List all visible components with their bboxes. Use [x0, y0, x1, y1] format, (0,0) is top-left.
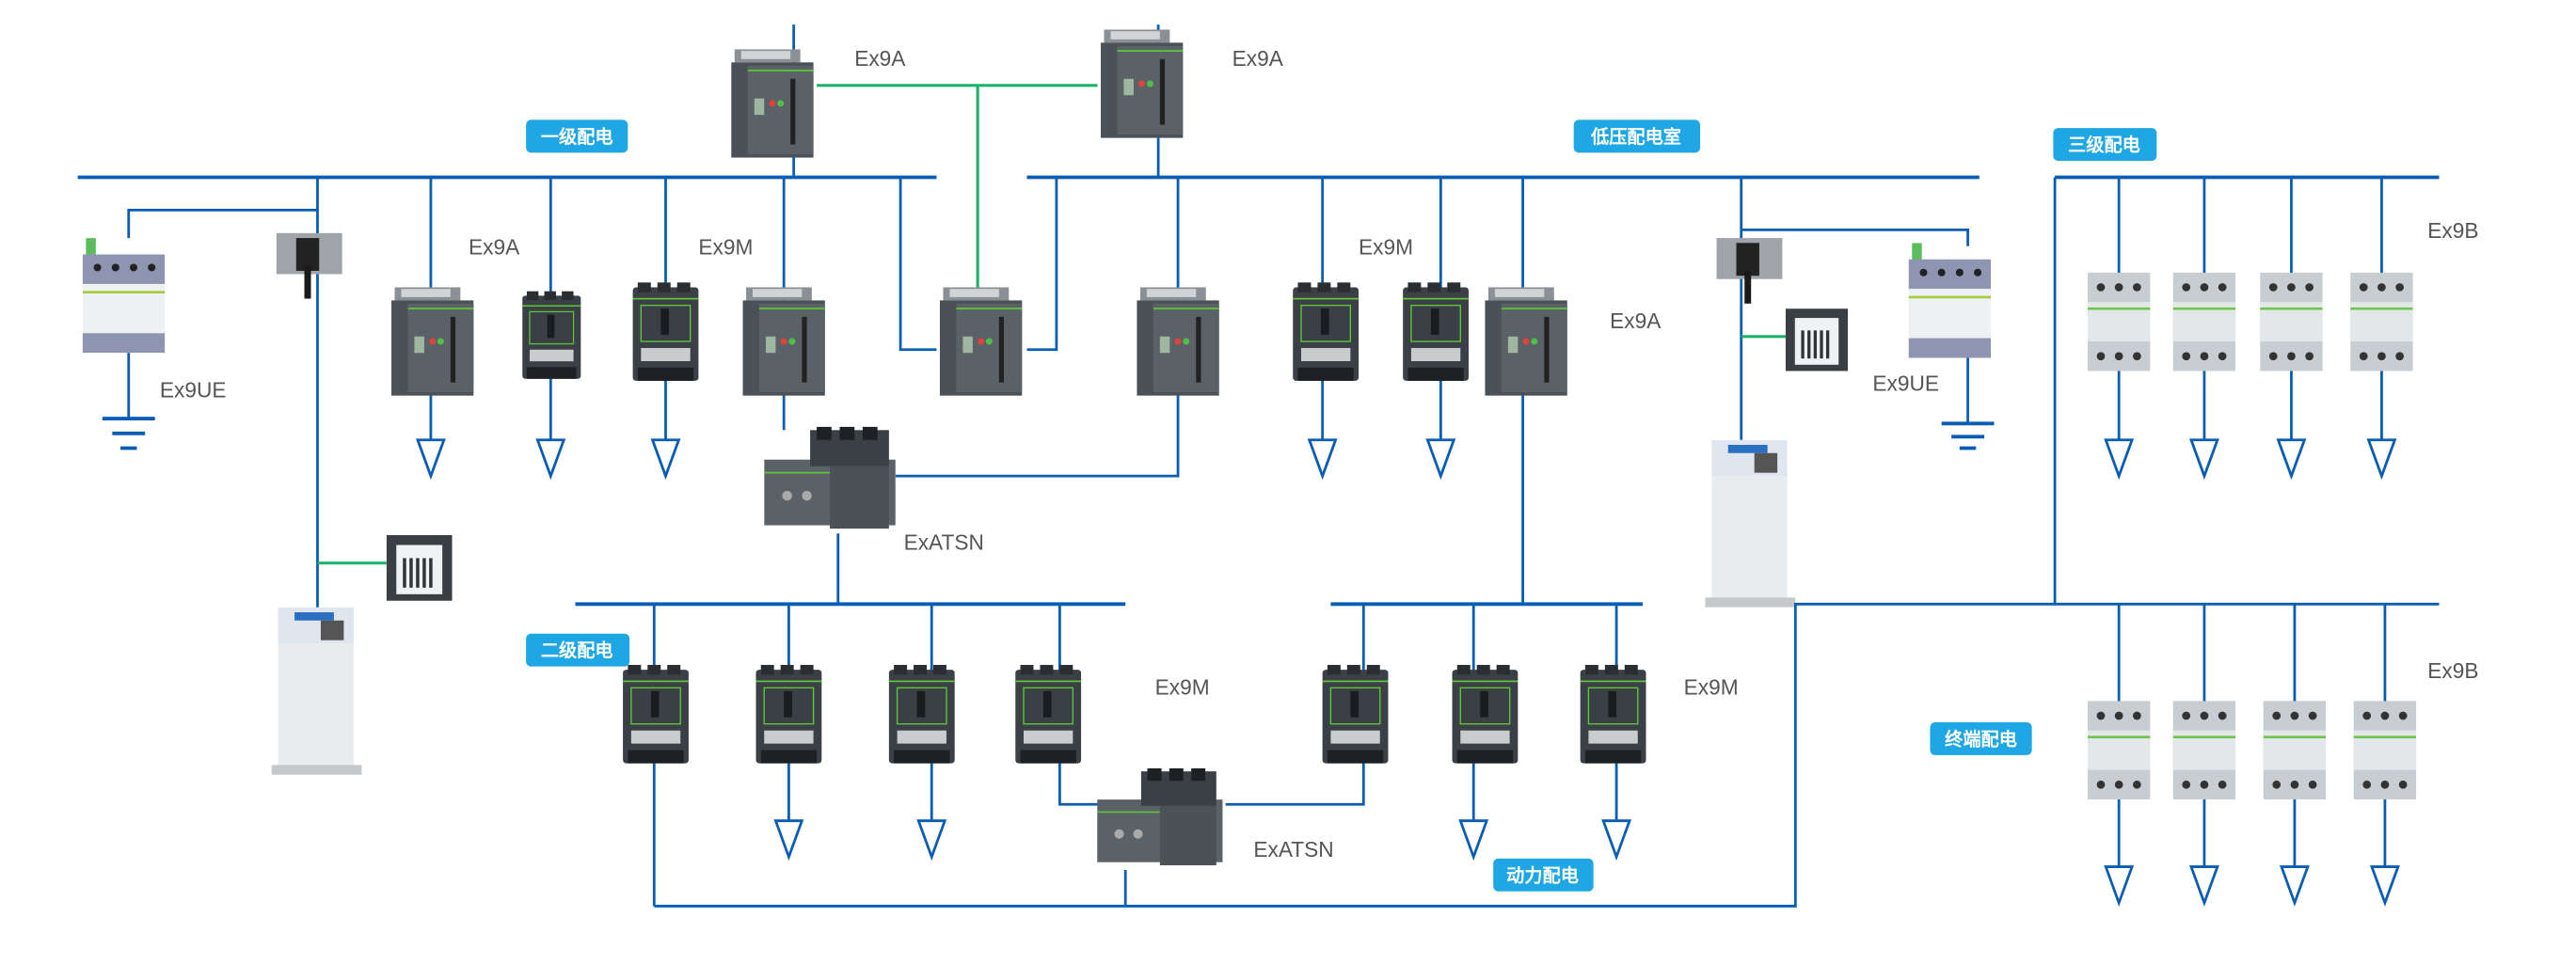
load-arrow-icon [2369, 865, 2400, 908]
tag-level2-text: 二级配电 [541, 640, 613, 661]
ats-upper[interactable] [764, 426, 896, 530]
tag-level1: 一级配电 [526, 119, 628, 153]
label-spd-right: Ex9UE [1872, 371, 1939, 395]
mccb-level2[interactable] [1321, 664, 1390, 765]
load-arrow-icon [2276, 438, 2307, 481]
label-acb-feeder-left: Ex9A [469, 235, 520, 260]
mccb-level2[interactable] [1451, 664, 1519, 765]
tag-terminal: 终端配电 [1930, 721, 2032, 755]
load-arrow-icon [1601, 819, 1632, 861]
ats-feed-right [895, 177, 1180, 478]
mcb-level3[interactable] [2086, 272, 2152, 371]
label-ats-upper: ExATSN [904, 530, 984, 555]
load-arrow-icon [916, 819, 947, 861]
mccb-level2[interactable] [622, 664, 690, 765]
terminal-feeders: Ex9B [2086, 604, 2479, 908]
label-ats-lower: ExATSN [1253, 837, 1333, 861]
load-arrow-icon [2188, 438, 2219, 481]
capacitor-left[interactable] [271, 607, 362, 775]
load-arrow-icon [1307, 438, 1338, 481]
tag-level3-text: 三级配电 [2068, 134, 2140, 156]
mccb-level2[interactable] [1579, 664, 1647, 765]
incomers: Ex9A Ex9A [730, 24, 1284, 292]
isolator-switch-left[interactable] [276, 232, 342, 299]
bottom-bus [654, 602, 2440, 908]
label-mccb-feeder-right: Ex9M [1359, 235, 1413, 260]
acb-incomer-right[interactable] [1100, 29, 1185, 139]
label-mcb-level3: Ex9B [2427, 218, 2478, 243]
spd-right[interactable] [1907, 243, 1993, 358]
load-arrow-icon [2188, 865, 2219, 908]
tag-lv-room-text: 低压配电室 [1590, 126, 1681, 148]
tag-lv-room: 低压配电室 [1573, 119, 1701, 153]
mcb-terminal[interactable] [2086, 701, 2152, 800]
level2-feeders: Ex9M ExATSN Ex9M [622, 604, 1739, 907]
mccb-feeder[interactable] [521, 290, 582, 380]
mccb-feeder[interactable] [1402, 282, 1470, 382]
mcb-level3[interactable] [2258, 272, 2324, 371]
load-arrow-icon [2104, 438, 2135, 481]
load-arrow-icon [773, 819, 804, 861]
ground-icon [102, 417, 155, 450]
isolator-switch-right[interactable] [1716, 238, 1783, 304]
right-bus-feeders: Ex9M Ex9A Ex9UE [1292, 177, 1995, 608]
mccb-feeder[interactable] [1292, 282, 1360, 382]
acb-feeder[interactable] [1136, 287, 1220, 397]
mcb-level3[interactable] [2348, 272, 2414, 371]
acb-feeder[interactable] [1484, 287, 1568, 397]
level3-feeders: Ex9B [2086, 177, 2479, 481]
power-meter-right[interactable] [1785, 308, 1849, 371]
ground-icon [1941, 421, 1995, 450]
tag-power: 动力配电 [1493, 858, 1594, 892]
label-acb-feeder-right: Ex9A [1610, 308, 1662, 333]
tag-power-text: 动力配电 [1506, 864, 1579, 886]
tag-level3: 三级配电 [2053, 128, 2157, 162]
load-arrow-icon [1458, 819, 1489, 861]
mccb-feeder[interactable] [631, 282, 700, 382]
tag-level1-text: 一级配电 [541, 126, 613, 148]
label-mccb-level2-left: Ex9M [1155, 674, 1210, 699]
capacitor-right[interactable] [1705, 439, 1796, 608]
acb-feeder[interactable] [390, 287, 475, 397]
label-mccb-feeder-left: Ex9M [698, 235, 753, 260]
label-spd-left: Ex9UE [160, 377, 227, 402]
spd-left[interactable] [81, 238, 167, 354]
tag-terminal-text: 终端配电 [1945, 728, 2017, 750]
mcb-terminal[interactable] [2352, 701, 2418, 800]
acb-incomer-left[interactable] [730, 49, 815, 159]
load-arrow-icon [2279, 865, 2310, 908]
acb-feeder[interactable] [741, 287, 826, 397]
left-bus-feeders: Ex9UE Ex9A Ex9M [81, 177, 1058, 775]
mcb-terminal[interactable] [2262, 701, 2328, 800]
load-arrow-icon [535, 438, 566, 481]
label-acb-incomer-left: Ex9A [854, 46, 906, 71]
load-arrow-icon [1425, 438, 1456, 481]
load-arrow-icon [2366, 438, 2397, 481]
mcb-level3[interactable] [2171, 272, 2237, 371]
label-mccb-level2-right: Ex9M [1684, 674, 1739, 699]
label-mcb-terminal: Ex9B [2427, 658, 2478, 683]
mccb-level2[interactable] [1014, 664, 1082, 765]
acb-bus-tie[interactable] [939, 287, 1024, 397]
load-arrow-icon [415, 438, 446, 481]
load-arrow-icon [650, 438, 681, 481]
ats-lower[interactable] [1096, 767, 1224, 866]
mccb-level2[interactable] [755, 664, 823, 765]
label-acb-incomer-right: Ex9A [1232, 46, 1284, 71]
tag-level2: 二级配电 [526, 633, 630, 667]
power-meter-left[interactable] [386, 534, 453, 601]
mcb-terminal[interactable] [2171, 701, 2237, 800]
load-arrow-icon [2104, 865, 2135, 908]
spd-feed-left [127, 209, 318, 239]
mccb-level2[interactable] [887, 664, 956, 765]
